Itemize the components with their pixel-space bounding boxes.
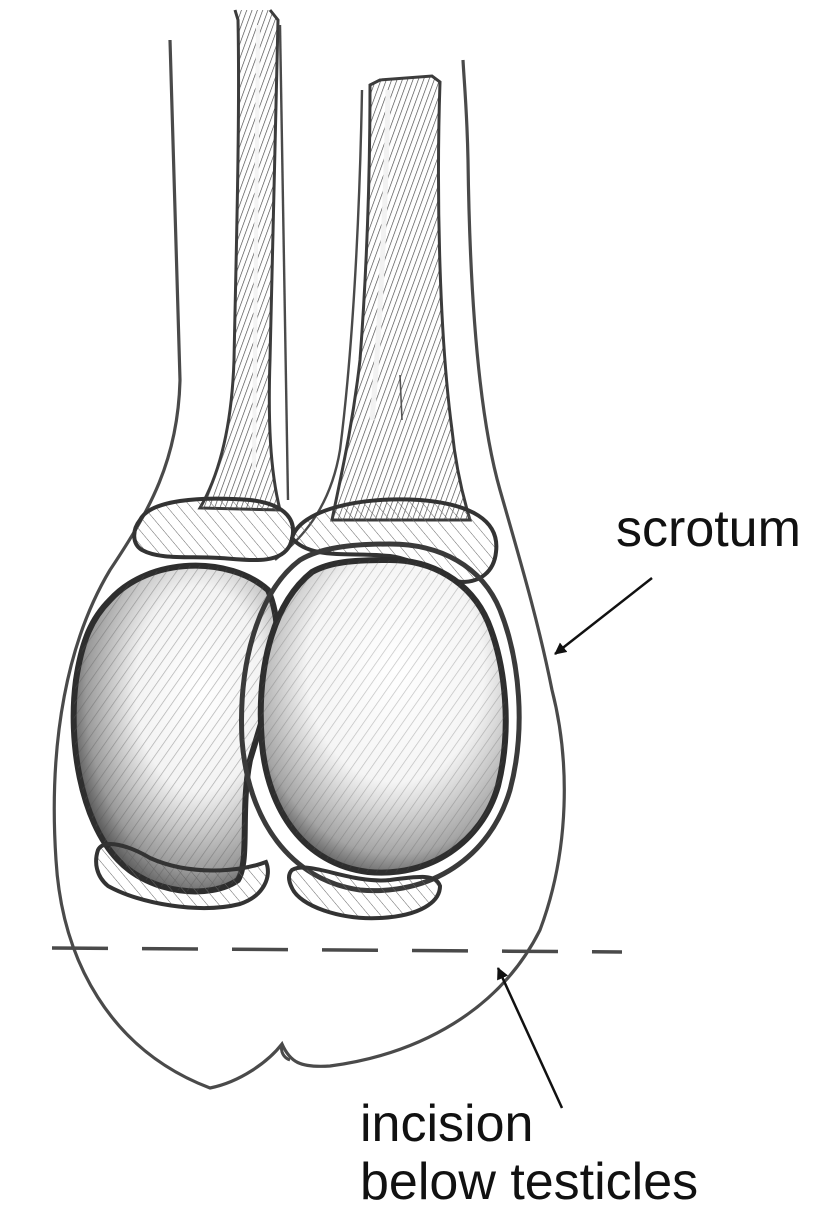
incision-label-line1: incision xyxy=(360,1095,698,1153)
left-epididymis-head xyxy=(134,499,293,560)
right-epididymis-tail xyxy=(289,868,440,919)
scrotum-arrow xyxy=(555,578,652,654)
left-spermatic-cord xyxy=(200,10,288,510)
incision-label: incision below testicles xyxy=(360,1095,698,1211)
incision-label-line2: below testicles xyxy=(360,1153,698,1211)
right-spermatic-cord xyxy=(275,76,470,560)
left-testicle xyxy=(74,566,278,892)
incision-dashed-line xyxy=(52,948,622,952)
incision-arrow xyxy=(498,968,562,1108)
scrotum-label: scrotum xyxy=(616,500,801,558)
right-testicle xyxy=(242,544,520,891)
